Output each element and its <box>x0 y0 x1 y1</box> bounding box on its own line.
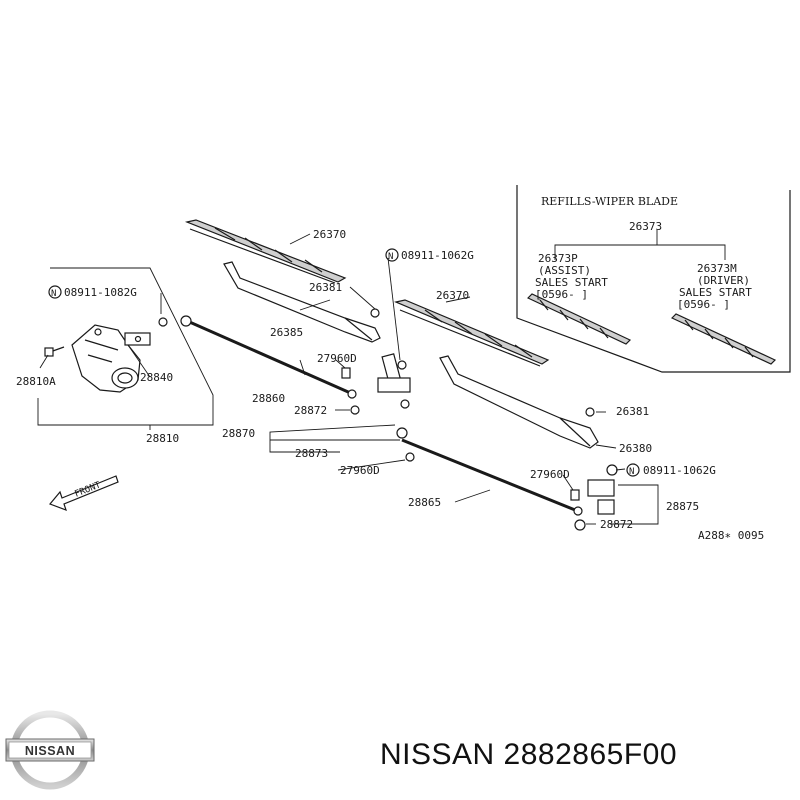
pivot-cap-lower <box>405 452 415 462</box>
label-pivot-cap-left: 27960D <box>317 352 357 365</box>
motor-group-bracket <box>37 267 214 426</box>
label-front: FRONT <box>73 480 102 500</box>
n-symbol-icon <box>385 248 399 262</box>
right-group-bracket <box>610 484 659 525</box>
nissan-logo-text: NISSAN <box>25 744 75 758</box>
label-blade-right: 26370 <box>436 289 469 302</box>
label-motor-bolt: 28810A <box>16 375 56 388</box>
pivot-left <box>377 353 411 439</box>
refills-box-outline <box>516 185 791 373</box>
label-pivot-left: 28873 <box>295 447 328 460</box>
label-bolt-motor: 08911-1082G <box>64 286 137 299</box>
label-link-rod-long: 28865 <box>408 496 441 509</box>
svg-text:N: N <box>51 289 56 299</box>
linkage-group-bracket <box>269 424 396 453</box>
refills-title: REFILLS-WIPER BLADE <box>541 195 678 208</box>
label-pivot-cap-lower: 27960D <box>340 464 380 477</box>
label-motor-assy: 28810 <box>146 432 179 445</box>
label-bolt-top: 08911-1062G <box>401 249 474 262</box>
label-nut-arm-left: 26381 <box>309 281 342 294</box>
svg-text:N: N <box>388 252 393 262</box>
label-bushing-right: 28872 <box>600 518 633 531</box>
refill-driver-number: 26373M <box>697 262 737 275</box>
svg-text:N: N <box>629 467 634 477</box>
bushing-right <box>574 519 586 531</box>
refill-assist-label: (ASSIST) <box>538 264 591 277</box>
label-arm-left: 26385 <box>270 326 303 339</box>
wiper-blade-left <box>184 219 347 284</box>
pivot-cap-right <box>570 489 580 501</box>
pivot-right <box>587 464 618 515</box>
front-arrow-icon <box>48 475 119 512</box>
refill-assist-date: [0596- ] <box>535 288 588 301</box>
part-number-caption: NISSAN 2882865F00 <box>380 738 678 771</box>
wiper-motor <box>71 324 141 393</box>
motor-bolt <box>44 346 65 357</box>
label-arm-right: 26380 <box>619 442 652 455</box>
refill-driver-date: [0596- ] <box>677 298 730 311</box>
wiper-arm-right <box>439 355 599 449</box>
motor-nut <box>158 317 168 327</box>
label-linkage-assy: 28870 <box>222 427 255 440</box>
bushing-left <box>350 405 360 415</box>
label-nut-arm-right: 26381 <box>616 405 649 418</box>
label-motor-bracket: 28840 <box>140 371 173 384</box>
nissan-logo: NISSAN <box>5 710 95 790</box>
label-blade-left: 26370 <box>313 228 346 241</box>
label-bushing-left: 28872 <box>294 404 327 417</box>
label-ref-code: A288∗ 0095 <box>698 529 764 542</box>
n-symbol-icon <box>626 463 640 477</box>
refill-assist-sales: SALES START <box>535 276 608 289</box>
refill-driver-sales: SALES START <box>679 286 752 299</box>
n-symbol-icon <box>48 285 62 299</box>
wiper-arm-left <box>223 261 381 343</box>
motor-bracket <box>124 332 151 346</box>
refill-driver-strip <box>670 313 777 365</box>
link-rod-short <box>180 315 357 399</box>
refill-assist-strip <box>526 293 632 345</box>
link-rod-long <box>401 438 583 516</box>
refill-driver-label: (DRIVER) <box>697 274 750 287</box>
refill-assist-number: 26373P <box>538 252 578 265</box>
label-bolt-right: 08911-1062G <box>643 464 716 477</box>
refills-set-number: 26373 <box>629 220 662 233</box>
wiper-blade-right <box>394 299 550 367</box>
label-link-rod: 28860 <box>252 392 285 405</box>
label-pivot-cap-right: 27960D <box>530 468 570 481</box>
pivot-cap-left <box>341 367 351 379</box>
label-pivot-right: 28875 <box>666 500 699 513</box>
